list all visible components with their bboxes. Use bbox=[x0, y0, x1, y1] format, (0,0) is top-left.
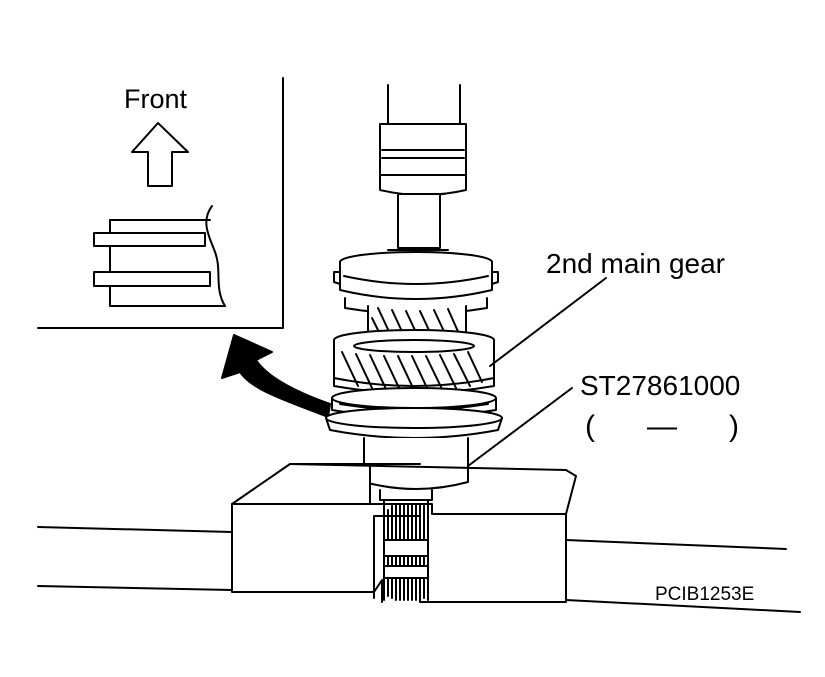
tool-dash: — bbox=[647, 410, 677, 443]
gear-profile-sketch bbox=[93, 205, 226, 307]
tool-leader-line bbox=[467, 387, 573, 467]
synchronizer-assembly bbox=[333, 251, 499, 315]
orientation-inset bbox=[37, 77, 284, 329]
tool-number-label: ST27861000 bbox=[580, 370, 741, 401]
front-arrow-icon bbox=[131, 122, 189, 187]
gear-leader-line bbox=[489, 277, 607, 367]
paren-open: ( bbox=[585, 410, 595, 443]
special-tool-collar bbox=[363, 437, 469, 501]
figure-code: PCIB1253E bbox=[655, 584, 755, 605]
support-blocks bbox=[231, 463, 577, 603]
mainshaft-splines bbox=[383, 499, 429, 601]
second-main-gear bbox=[333, 329, 495, 394]
removal-direction-arrow bbox=[221, 334, 331, 418]
gear-callout-label: 2nd main gear bbox=[546, 248, 726, 279]
bearing-race bbox=[325, 387, 503, 439]
press-ram bbox=[379, 84, 467, 257]
paren-close: ) bbox=[729, 410, 739, 443]
tool-alt-number-label: ( —) bbox=[585, 412, 739, 442]
press-bed-rails bbox=[37, 526, 801, 613]
front-direction-label: Front bbox=[124, 84, 188, 114]
